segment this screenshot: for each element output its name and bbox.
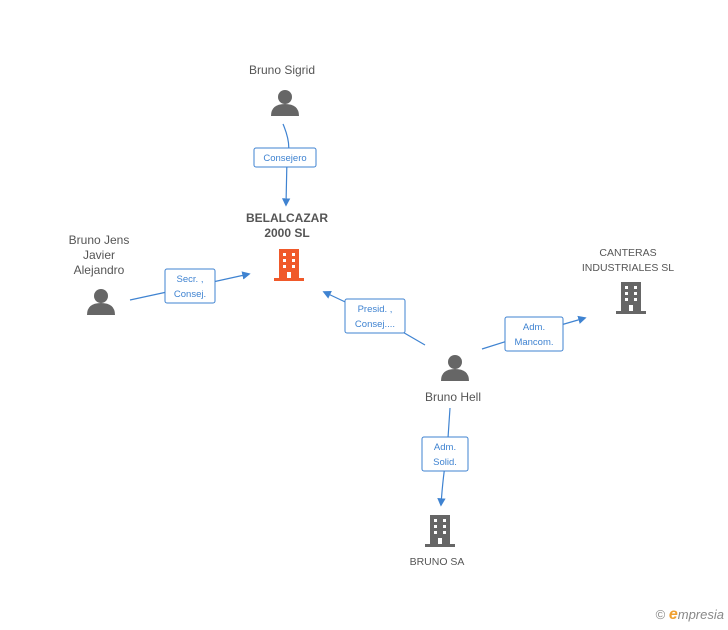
edge-label-box (504, 316, 564, 352)
person-icon (271, 90, 299, 116)
node-label: BRUNO SA (410, 556, 465, 568)
edge-sigrid-belalcazar: Consejero (253, 123, 317, 207)
node-label: INDUSTRIALES SL (582, 262, 674, 274)
edge-jens-belalcazar: Secr. , Consej. (129, 268, 251, 304)
edge-label-line: Secr. , (177, 274, 204, 285)
brand-e: e (668, 606, 678, 623)
brand-name: mpresia (677, 607, 724, 622)
building-icon (274, 249, 304, 281)
empresia-logo[interactable]: © empresia (656, 606, 724, 624)
node-label: Bruno Sigrid (249, 63, 315, 77)
node-bruno-sa[interactable]: BRUNO SA (410, 515, 465, 568)
edge-label-line: Solid. (433, 457, 457, 468)
node-belalcazar[interactable]: BELALCAZAR 2000 SL (246, 211, 328, 281)
edge-hell-belalcazar: Presid. , Consej.... (322, 291, 426, 346)
edge-label-box (421, 436, 469, 472)
edge-label-line: Adm. (434, 442, 456, 453)
edge-label-line: Adm. (523, 322, 545, 333)
copyright-symbol: © (655, 607, 666, 622)
node-bruno-jens[interactable]: Bruno Jens Javier Alejandro (69, 233, 130, 315)
edge-label-line: Mancom. (514, 337, 553, 348)
edge-label-box (253, 147, 317, 168)
node-label: CANTERAS (599, 247, 656, 259)
edge-hell-canteras: Adm. Mancom. (481, 315, 587, 352)
edge-label-line: Consej.... (355, 319, 395, 330)
node-label: Bruno Hell (425, 390, 481, 404)
person-icon (87, 289, 115, 315)
edge-hell-brunosa: Adm. Solid. (421, 407, 469, 507)
person-icon (441, 355, 469, 381)
edge-label-line: Presid. , (358, 304, 393, 315)
building-icon (616, 282, 646, 314)
node-label: Bruno Jens (69, 233, 130, 247)
node-label: 2000 SL (264, 226, 309, 240)
node-label: Javier (83, 248, 115, 262)
edge-label-box (164, 268, 216, 304)
node-bruno-hell[interactable]: Bruno Hell (425, 355, 481, 404)
node-label: BELALCAZAR (246, 211, 328, 225)
node-label: Alejandro (74, 263, 125, 277)
edge-label-line: Consej. (174, 289, 206, 300)
node-bruno-sigrid[interactable]: Bruno Sigrid (249, 63, 315, 116)
edge-label-box (344, 298, 406, 334)
edge-label-consejero: Consejero (263, 153, 306, 164)
node-canteras[interactable]: CANTERAS INDUSTRIALES SL (582, 247, 674, 314)
building-icon (425, 515, 455, 547)
